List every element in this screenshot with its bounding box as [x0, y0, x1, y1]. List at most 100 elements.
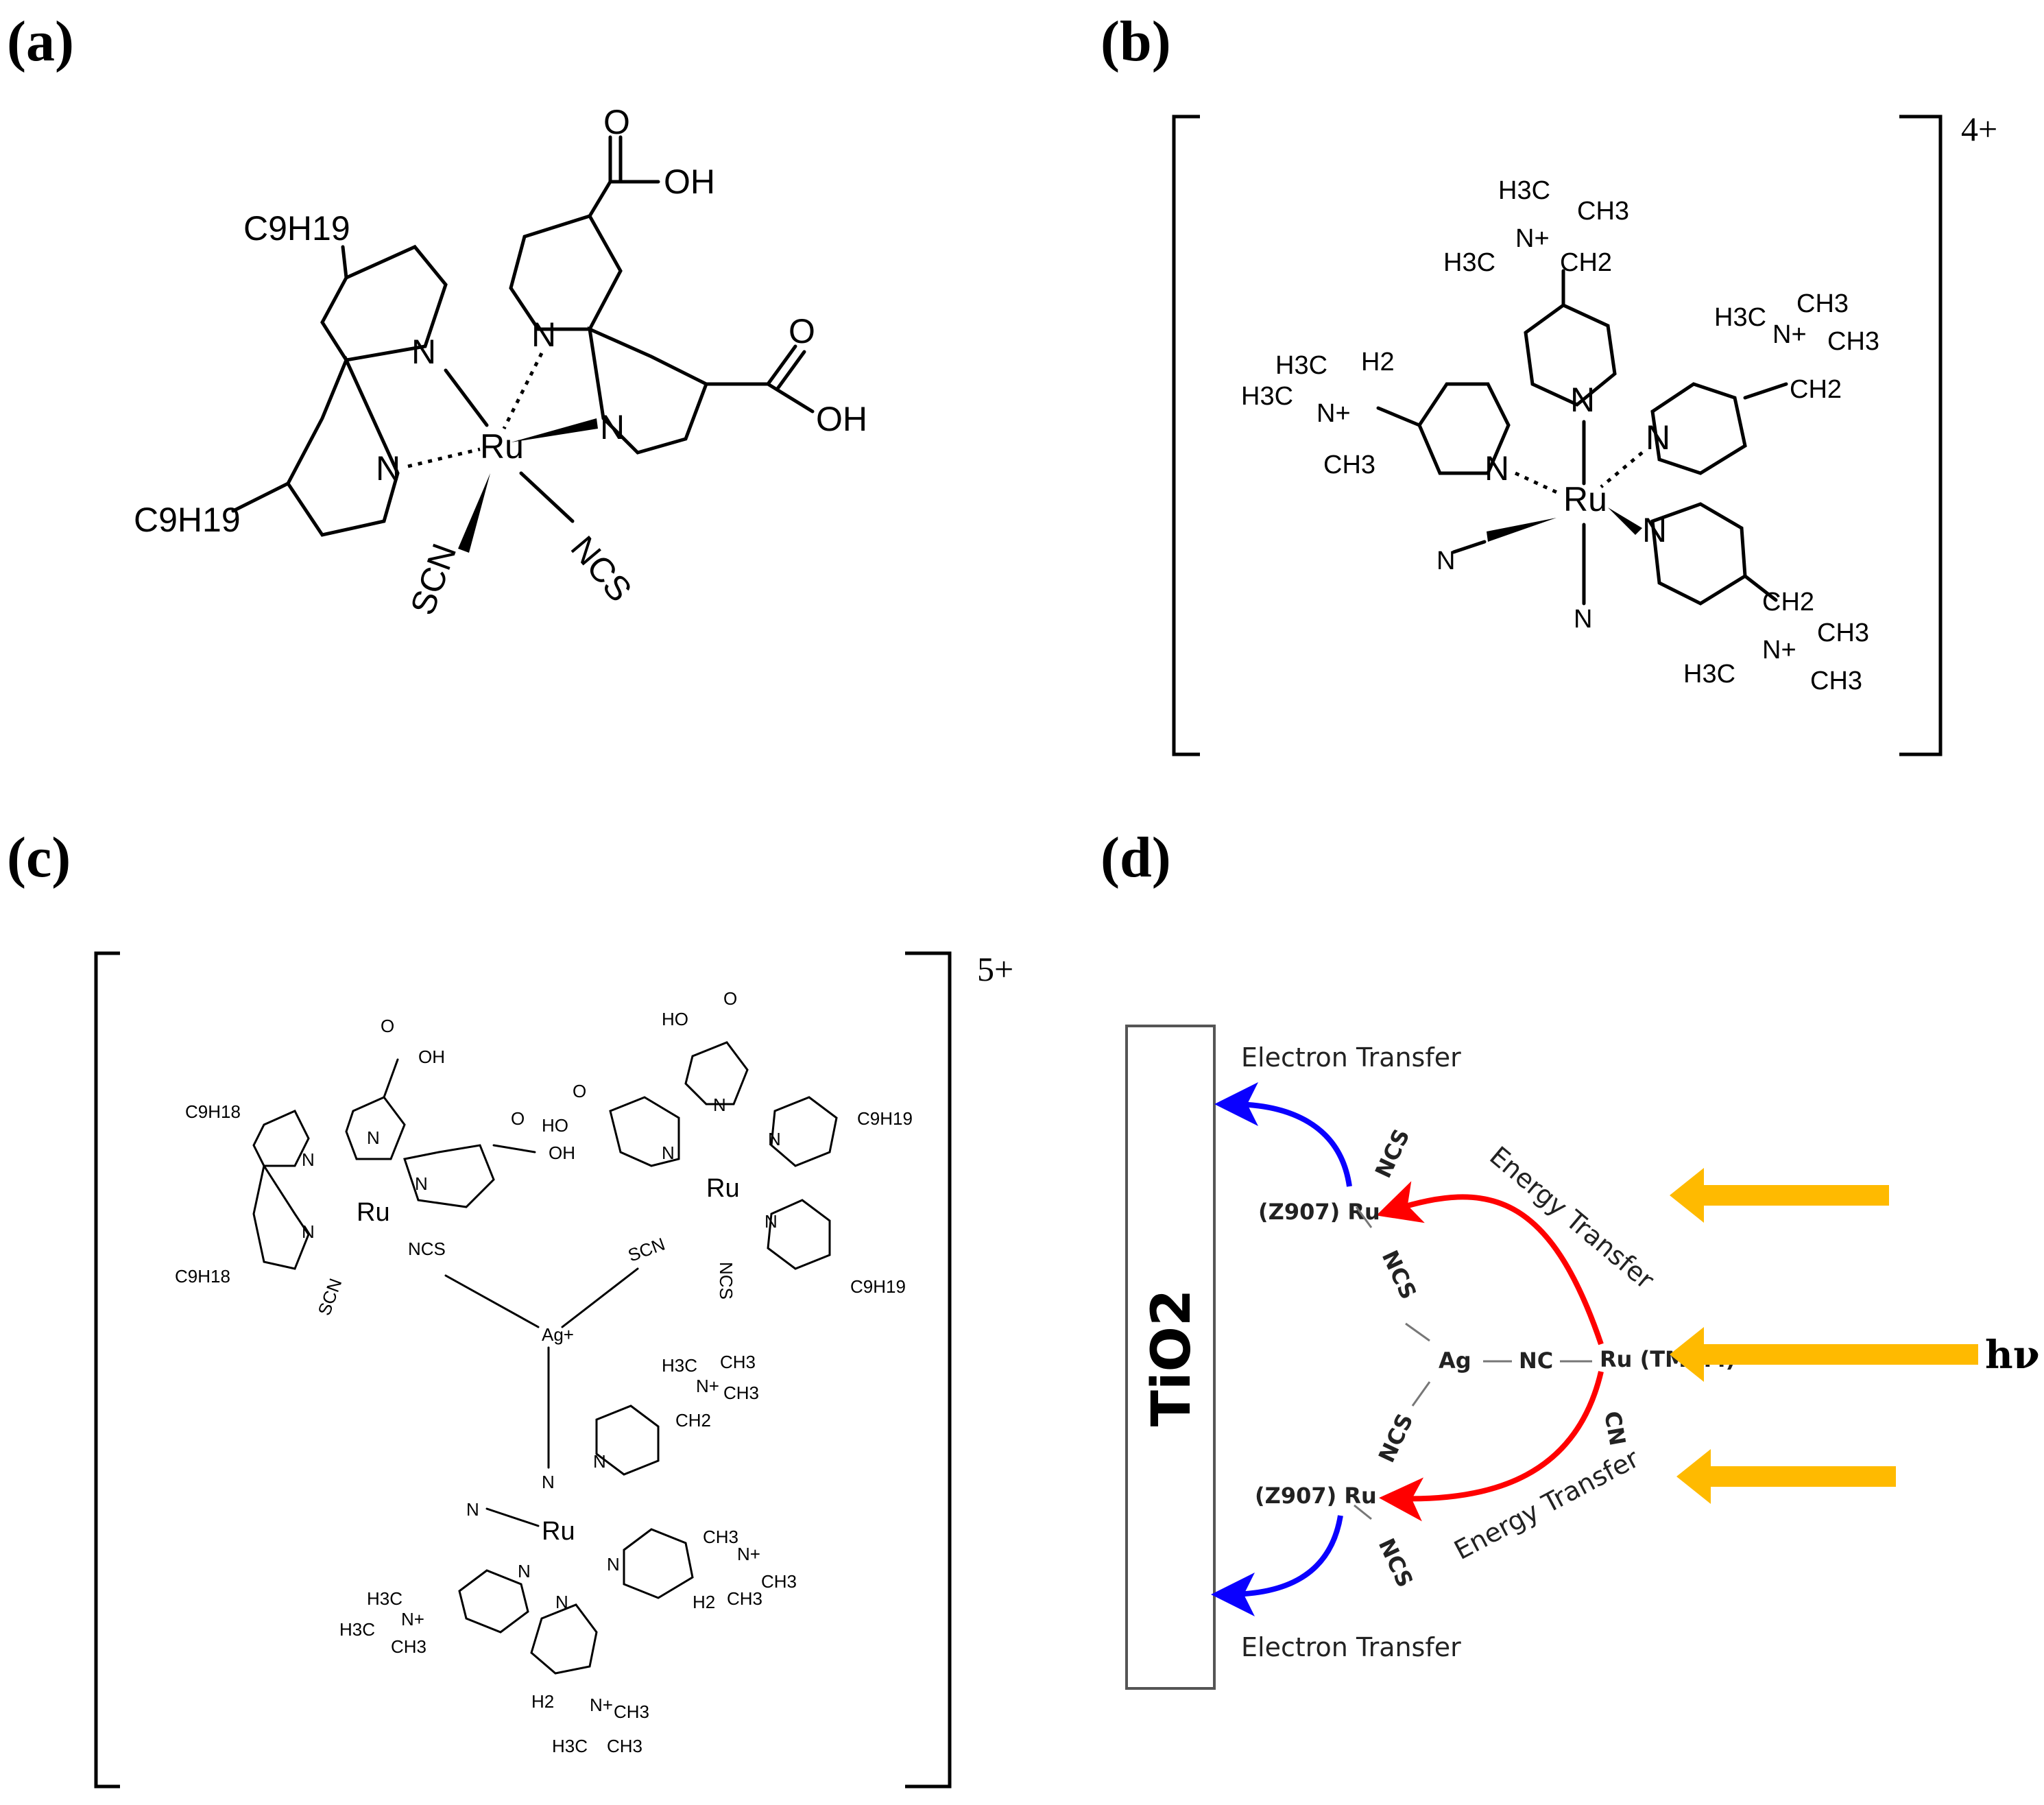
- n-atom: N: [768, 1129, 781, 1149]
- o-atom: O: [603, 103, 630, 141]
- pyridine-ring: [320, 244, 448, 362]
- h3c-label: H3C: [1498, 176, 1550, 205]
- nplus-label: N+: [696, 1376, 719, 1396]
- pyridine-ring: [403, 1144, 495, 1208]
- ch3-label: CH3: [614, 1701, 649, 1722]
- nplus-label: N+: [737, 1544, 760, 1564]
- pyridine-ring: [286, 355, 400, 537]
- wedge-bond: [458, 473, 490, 553]
- energy-transfer-arrow-bottom: [1379, 1371, 1604, 1522]
- wedge-bond: [511, 418, 598, 442]
- ru-atom: Ru: [706, 1174, 740, 1203]
- structure-ru-tmam: 4+ Ru N H3C CH3 N+ H3C CH2 N H3C H2 H3C …: [1172, 110, 1997, 756]
- wedge-bond: [1487, 518, 1556, 542]
- h3c-label: H3C: [552, 1736, 588, 1756]
- h2-label: H2: [693, 1592, 715, 1612]
- nplus-label: N+: [1762, 636, 1796, 665]
- pyridine-ring: [595, 1404, 660, 1476]
- n-atom: N: [662, 1143, 675, 1163]
- electron-transfer-arrow-bottom: [1211, 1515, 1343, 1616]
- z907-ru-bottom: (Z907) Ru: [1255, 1483, 1377, 1509]
- cn-n-label: N: [466, 1499, 479, 1520]
- ch3-label: CH3: [1796, 289, 1849, 318]
- ncs-label-mid-top: NCS: [1377, 1246, 1422, 1303]
- h3c-label: H3C: [662, 1355, 697, 1376]
- o-atom: O: [789, 312, 815, 350]
- scn-label: SCN: [313, 1276, 346, 1318]
- light-arrow-middle: [1670, 1327, 1978, 1382]
- n-atom: N: [607, 1554, 620, 1575]
- electron-transfer-bottom-label: Electron Transfer: [1241, 1632, 1461, 1662]
- ncs-label: NCS: [564, 529, 640, 609]
- c9h18-label: C9H18: [185, 1101, 241, 1122]
- o-atom: O: [723, 988, 737, 1009]
- n-atom: N: [600, 408, 625, 446]
- pyridine-ring: [684, 1041, 749, 1105]
- h3c-label: H3C: [367, 1588, 402, 1609]
- cn-n-label: N: [1436, 547, 1455, 575]
- ru-atom: Ru: [1563, 480, 1607, 518]
- ncs-label-bottom: NCS: [1373, 1534, 1419, 1591]
- nplus-label: N+: [401, 1609, 424, 1629]
- ch3-label: CH3: [1817, 619, 1869, 647]
- h2-label: H2: [531, 1691, 554, 1712]
- ch2-label: CH2: [1560, 248, 1612, 277]
- ru-atom: Ru: [542, 1517, 575, 1546]
- ch3-label: CH3: [1827, 327, 1879, 356]
- wedge-bond: [1608, 507, 1642, 535]
- ch3-label: CH3: [720, 1352, 756, 1372]
- energy-transfer-scheme: TiO2 Electron Transfer Electron Transfer…: [1125, 1025, 2040, 1690]
- oh-label: OH: [816, 400, 867, 438]
- structure-trimer: 5+ Ru N N C9H18 C9H18 N N O OH O OH NCS …: [94, 950, 1013, 1789]
- ncs-label: NCS: [408, 1239, 446, 1259]
- scn-label: SCN: [625, 1234, 668, 1266]
- ch3-label: CH3: [607, 1736, 642, 1756]
- n-atom: N: [302, 1221, 315, 1242]
- n-atom: N: [518, 1561, 531, 1581]
- oh-label: OH: [418, 1047, 445, 1067]
- panel-label-a: (a): [7, 10, 74, 73]
- ch3-label: CH3: [1810, 667, 1862, 695]
- left-bracket: [1172, 115, 1200, 756]
- panel-label-d: (d): [1101, 826, 1171, 889]
- ch2-label: CH2: [1790, 375, 1842, 404]
- n-atom: N: [555, 1592, 568, 1612]
- scn-label: SCN: [403, 538, 464, 619]
- ag-node: Ag: [1439, 1348, 1471, 1374]
- h3c-label: H3C: [1241, 382, 1293, 411]
- pyridine-ring: [767, 1199, 831, 1270]
- ch2-label: CH2: [1762, 588, 1814, 617]
- ch3-label: CH3: [1577, 197, 1629, 226]
- ncs-label: NCS: [716, 1262, 736, 1300]
- pyridine-ring: [458, 1569, 529, 1634]
- n-atom: N: [302, 1149, 315, 1170]
- panel-label-c: (c): [7, 826, 71, 889]
- ch3-label: CH3: [1323, 451, 1375, 479]
- cn-label: CN: [1599, 1409, 1631, 1448]
- o-atom: O: [381, 1016, 394, 1036]
- ch2-label: CH2: [675, 1410, 711, 1431]
- electron-transfer-top-label: Electron Transfer: [1241, 1042, 1461, 1073]
- pyridine-ring: [1524, 303, 1617, 407]
- energy-transfer-arrow-top: [1376, 1181, 1604, 1346]
- h3c-label: H3C: [1683, 660, 1735, 689]
- pyridine-ring: [609, 1096, 680, 1167]
- n-atom: N: [1484, 449, 1509, 488]
- c9h18-label: C9H18: [175, 1266, 230, 1287]
- ncs-label-mid-bottom: NCS: [1373, 1409, 1419, 1466]
- pyridine-ring: [252, 1110, 310, 1167]
- pyridine-ring: [530, 1603, 598, 1675]
- cn-n-label: N: [1574, 605, 1592, 634]
- ho-label: HO: [542, 1115, 568, 1136]
- c9h19-label: C9H19: [243, 209, 350, 248]
- structure-z907: Ru N C9H19 N C9H19 N O OH N O OH: [134, 103, 867, 620]
- pyridine-ring: [1650, 382, 1747, 475]
- ch3-label: CH3: [727, 1588, 762, 1609]
- h3c-label: H3C: [1275, 351, 1327, 380]
- ru-atom: Ru: [480, 427, 524, 466]
- pyridine-ring: [252, 1163, 310, 1270]
- oh-label: OH: [664, 163, 715, 201]
- ch3-label: CH3: [723, 1383, 759, 1403]
- nc-label: NC: [1519, 1348, 1553, 1374]
- n-atom: N: [713, 1095, 726, 1115]
